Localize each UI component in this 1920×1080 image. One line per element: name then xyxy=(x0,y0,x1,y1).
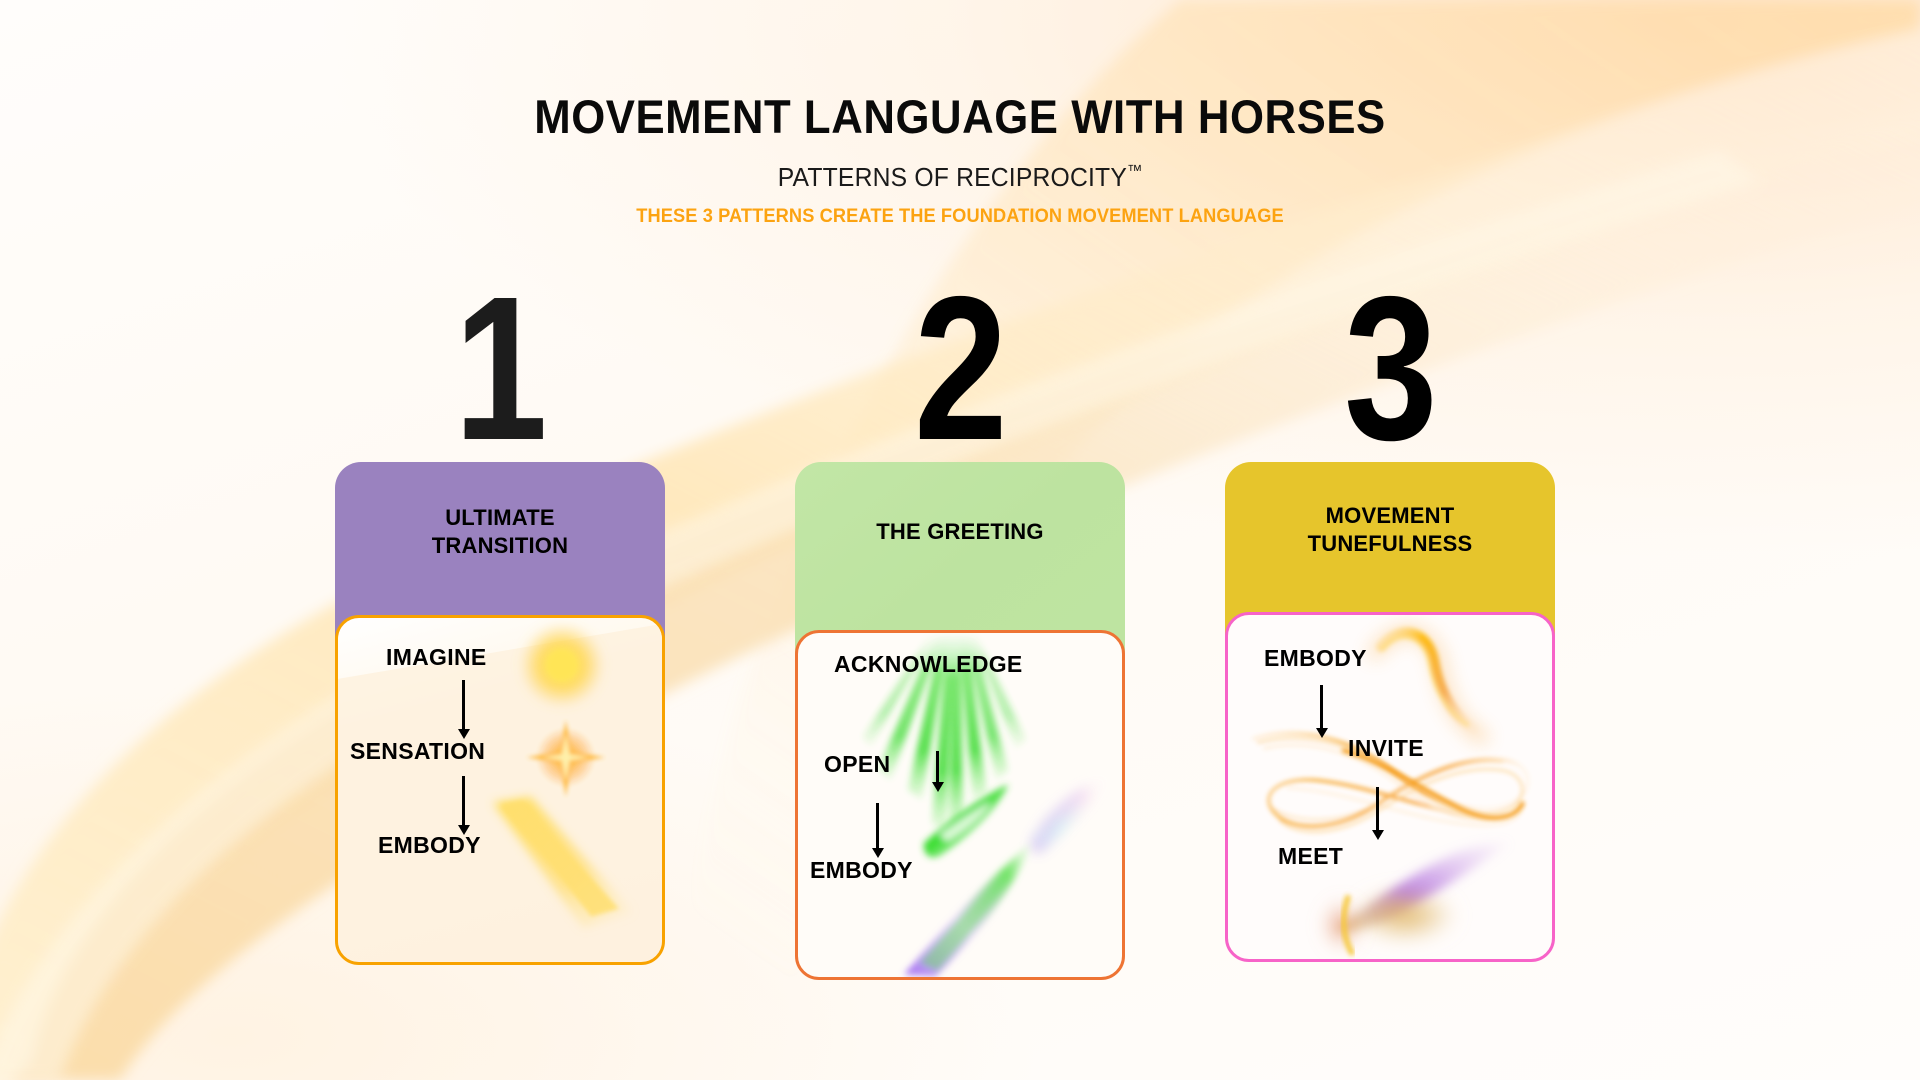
pattern-flow-3: EMBODY INVITE MEET xyxy=(1228,615,1552,959)
pattern-card-1-title-line-2: TRANSITION xyxy=(431,532,569,558)
subtitle-text: PATTERNS OF RECIPROCITY xyxy=(777,161,1127,192)
flow-step-3-2: INVITE xyxy=(1348,735,1424,761)
pattern-card-3-title-line-2: TUNEFULNESS xyxy=(1307,530,1473,556)
step-number-1: 1 xyxy=(454,254,547,483)
pattern-card-2-title-line-1: THE GREETING xyxy=(876,519,1044,544)
flow-arrow-2-1 xyxy=(931,751,944,792)
header-block: MOVEMENT LANGUAGE WITH HORSES PATTERNS O… xyxy=(0,92,1920,228)
flow-step-3-1: EMBODY xyxy=(1264,645,1367,671)
pattern-card-2-title: THE GREETING xyxy=(795,462,1125,546)
pattern-card-3: MOVEMENT TUNEFULNESS xyxy=(1225,462,1555,962)
flow-step-2-2: OPEN xyxy=(824,751,891,777)
flow-arrow-1-1 xyxy=(457,680,470,739)
pattern-panel-1: IMAGINE SENSATION EMBODY xyxy=(335,615,665,965)
pattern-card-2: THE GREETING xyxy=(795,462,1125,980)
flow-step-1-3: EMBODY xyxy=(378,832,481,858)
pattern-card-1-title: ULTIMATE TRANSITION xyxy=(335,462,665,559)
page-tagline: THESE 3 PATTERNS CREATE THE FOUNDATION M… xyxy=(636,205,1284,227)
flow-arrow-3-2 xyxy=(1371,787,1384,840)
flow-step-1-1: IMAGINE xyxy=(386,644,487,670)
flow-step-2-3: EMBODY xyxy=(810,857,913,883)
pattern-card-3-title-line-1: MOVEMENT xyxy=(1325,503,1455,528)
flow-arrow-2-2 xyxy=(871,803,884,858)
pattern-flow-1: IMAGINE SENSATION EMBODY xyxy=(338,618,662,962)
flow-step-2-1: ACKNOWLEDGE xyxy=(834,651,1023,677)
pattern-card-1: ULTIMATE TRANSITION xyxy=(335,462,665,965)
pattern-panel-3: EMBODY INVITE MEET xyxy=(1225,612,1555,962)
step-number-2: 2 xyxy=(914,254,1007,483)
page-title: MOVEMENT LANGUAGE WITH HORSES xyxy=(534,90,1386,143)
pattern-card-1-title-line-1: ULTIMATE xyxy=(445,505,555,530)
pattern-panel-2: ACKNOWLEDGE OPEN EMBODY xyxy=(795,630,1125,980)
pattern-flow-2: ACKNOWLEDGE OPEN EMBODY xyxy=(798,633,1122,977)
flow-step-3-3: MEET xyxy=(1278,843,1344,869)
pattern-card-3-title: MOVEMENT TUNEFULNESS xyxy=(1225,462,1555,557)
step-number-3: 3 xyxy=(1344,254,1437,483)
flow-arrow-1-2 xyxy=(457,776,470,835)
flow-step-1-2: SENSATION xyxy=(350,738,486,764)
page-subtitle: PATTERNS OF RECIPROCITY™ xyxy=(48,162,1872,193)
trademark-symbol: ™ xyxy=(1126,161,1143,180)
flow-arrow-3-1 xyxy=(1315,685,1328,738)
